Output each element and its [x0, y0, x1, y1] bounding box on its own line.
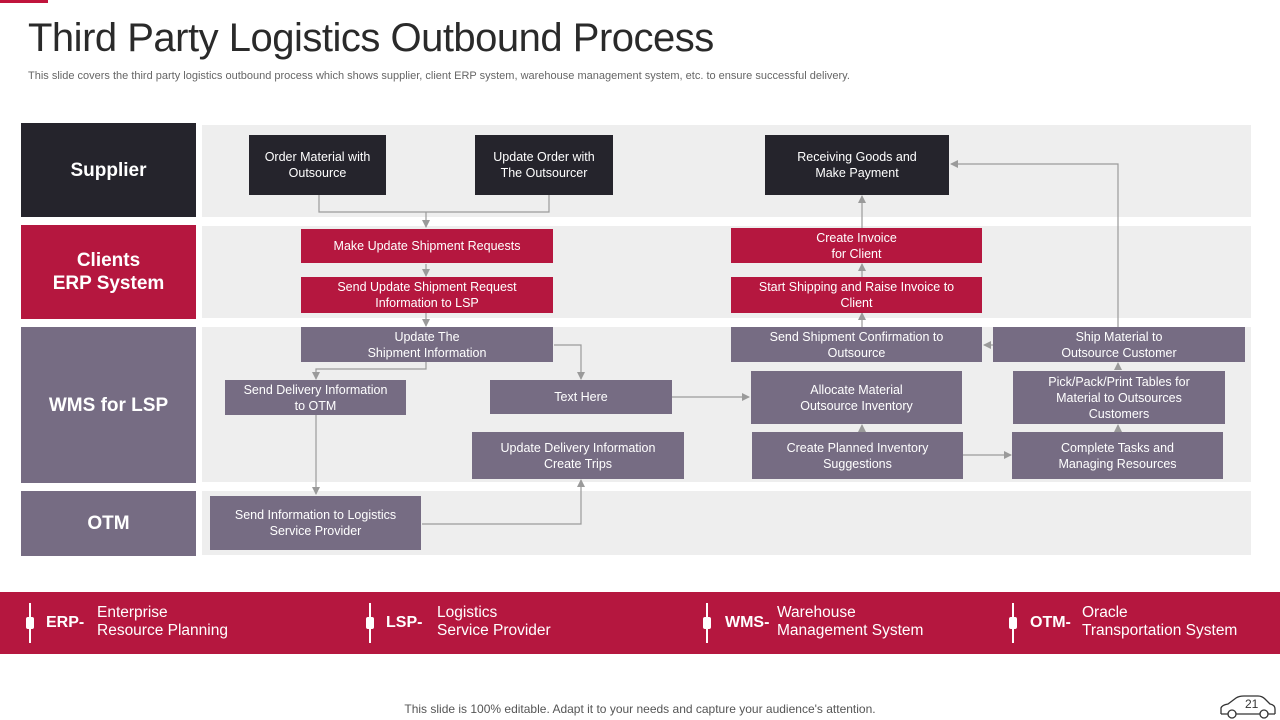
- lane-label-otm: OTM: [21, 491, 196, 556]
- node-order-material: Order Material with Outsource: [249, 135, 386, 195]
- node-create-planned-inventory: Create Planned Inventory Suggestions: [752, 432, 963, 479]
- legend-marker: [1009, 617, 1017, 629]
- legend-marker: [366, 617, 374, 629]
- node-send-update-request: Send Update Shipment Request Information…: [301, 277, 553, 313]
- car-icon: [1220, 695, 1276, 719]
- node-text-here: Text Here: [490, 380, 672, 414]
- node-pick-pack-print: Pick/Pack/Print Tables for Material to O…: [1013, 371, 1225, 424]
- legend-marker: [703, 617, 711, 629]
- legend-desc: Oracle Transportation System: [1082, 604, 1238, 639]
- page-subtitle: This slide covers the third party logist…: [28, 70, 850, 82]
- node-create-invoice: Create Invoice for Client: [731, 228, 982, 263]
- legend-abbr: OTM-: [1030, 614, 1071, 631]
- node-start-shipping: Start Shipping and Raise Invoice to Clie…: [731, 277, 982, 313]
- legend-desc: Enterprise Resource Planning: [97, 604, 228, 639]
- page-number: 21: [1245, 697, 1259, 711]
- node-send-shipment-confirmation: Send Shipment Confirmation to Outsource: [731, 327, 982, 362]
- lane-label-supplier: Supplier: [21, 123, 196, 217]
- legend-abbr: WMS-: [725, 614, 770, 631]
- lane-label-wms: WMS for LSP: [21, 327, 196, 483]
- node-update-shipment-info: Update The Shipment Information: [301, 327, 553, 362]
- legend-marker: [26, 617, 34, 629]
- legend-desc: Warehouse Management System: [777, 604, 924, 639]
- legend-abbr: LSP-: [386, 614, 423, 631]
- legend-abbr: ERP-: [46, 614, 85, 631]
- legend-bar: ERP- Enterprise Resource Planning LSP- L…: [0, 592, 1280, 654]
- node-send-info-lsp: Send Information to Logistics Service Pr…: [210, 496, 421, 550]
- node-ship-material: Ship Material to Outsource Customer: [993, 327, 1245, 362]
- page-title: Third Party Logistics Outbound Process: [28, 16, 714, 60]
- accent-bar: [0, 0, 48, 3]
- node-complete-tasks: Complete Tasks and Managing Resources: [1012, 432, 1223, 479]
- node-make-update-requests: Make Update Shipment Requests: [301, 229, 553, 263]
- footer-note: This slide is 100% editable. Adapt it to…: [404, 702, 876, 716]
- node-update-order: Update Order with The Outsourcer: [475, 135, 613, 195]
- node-allocate-material: Allocate Material Outsource Inventory: [751, 371, 962, 424]
- lane-label-clients-erp: Clients ERP System: [21, 225, 196, 319]
- node-send-delivery-info: Send Delivery Information to OTM: [225, 380, 406, 415]
- node-update-delivery-info: Update Delivery Information Create Trips: [472, 432, 684, 479]
- node-receiving-goods: Receiving Goods and Make Payment: [765, 135, 949, 195]
- legend-desc: Logistics Service Provider: [437, 604, 551, 639]
